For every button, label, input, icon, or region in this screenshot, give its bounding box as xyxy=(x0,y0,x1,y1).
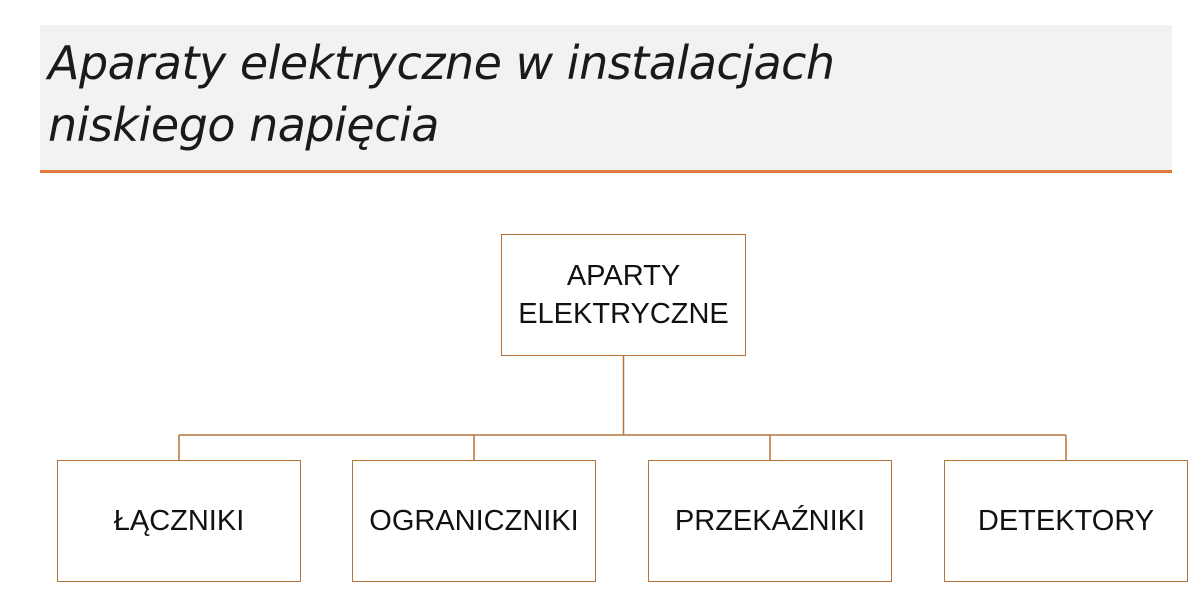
child-node-label: DETEKTORY xyxy=(977,505,1155,537)
child-node-laczniki: ŁĄCZNIKI xyxy=(57,460,301,582)
root-node-label-line-1: APARTY xyxy=(566,260,681,292)
child-node-label: ŁĄCZNIKI xyxy=(113,505,245,537)
title-accent-rule xyxy=(40,170,1172,173)
root-node-aparaty-elektryczne: APARTY ELEKTRYCZNE xyxy=(501,234,746,356)
slide-title-line-1: Aparaty elektryczne w instalacjach xyxy=(48,36,835,90)
child-node-label: PRZEKAŹNIKI xyxy=(674,505,866,537)
title-band xyxy=(40,25,1172,171)
root-node-label-line-2: ELEKTRYCZNE xyxy=(518,298,729,330)
child-node-detektory: DETEKTORY xyxy=(944,460,1188,582)
slide-title: Aparaty elektryczne w instalacjach niski… xyxy=(48,32,1148,156)
child-node-label: OGRANICZNIKI xyxy=(369,505,579,537)
child-node-ograniczniki: OGRANICZNIKI xyxy=(352,460,596,582)
child-node-przekazniki: PRZEKAŹNIKI xyxy=(648,460,892,582)
slide-title-line-2: niskiego napięcia xyxy=(48,98,439,152)
